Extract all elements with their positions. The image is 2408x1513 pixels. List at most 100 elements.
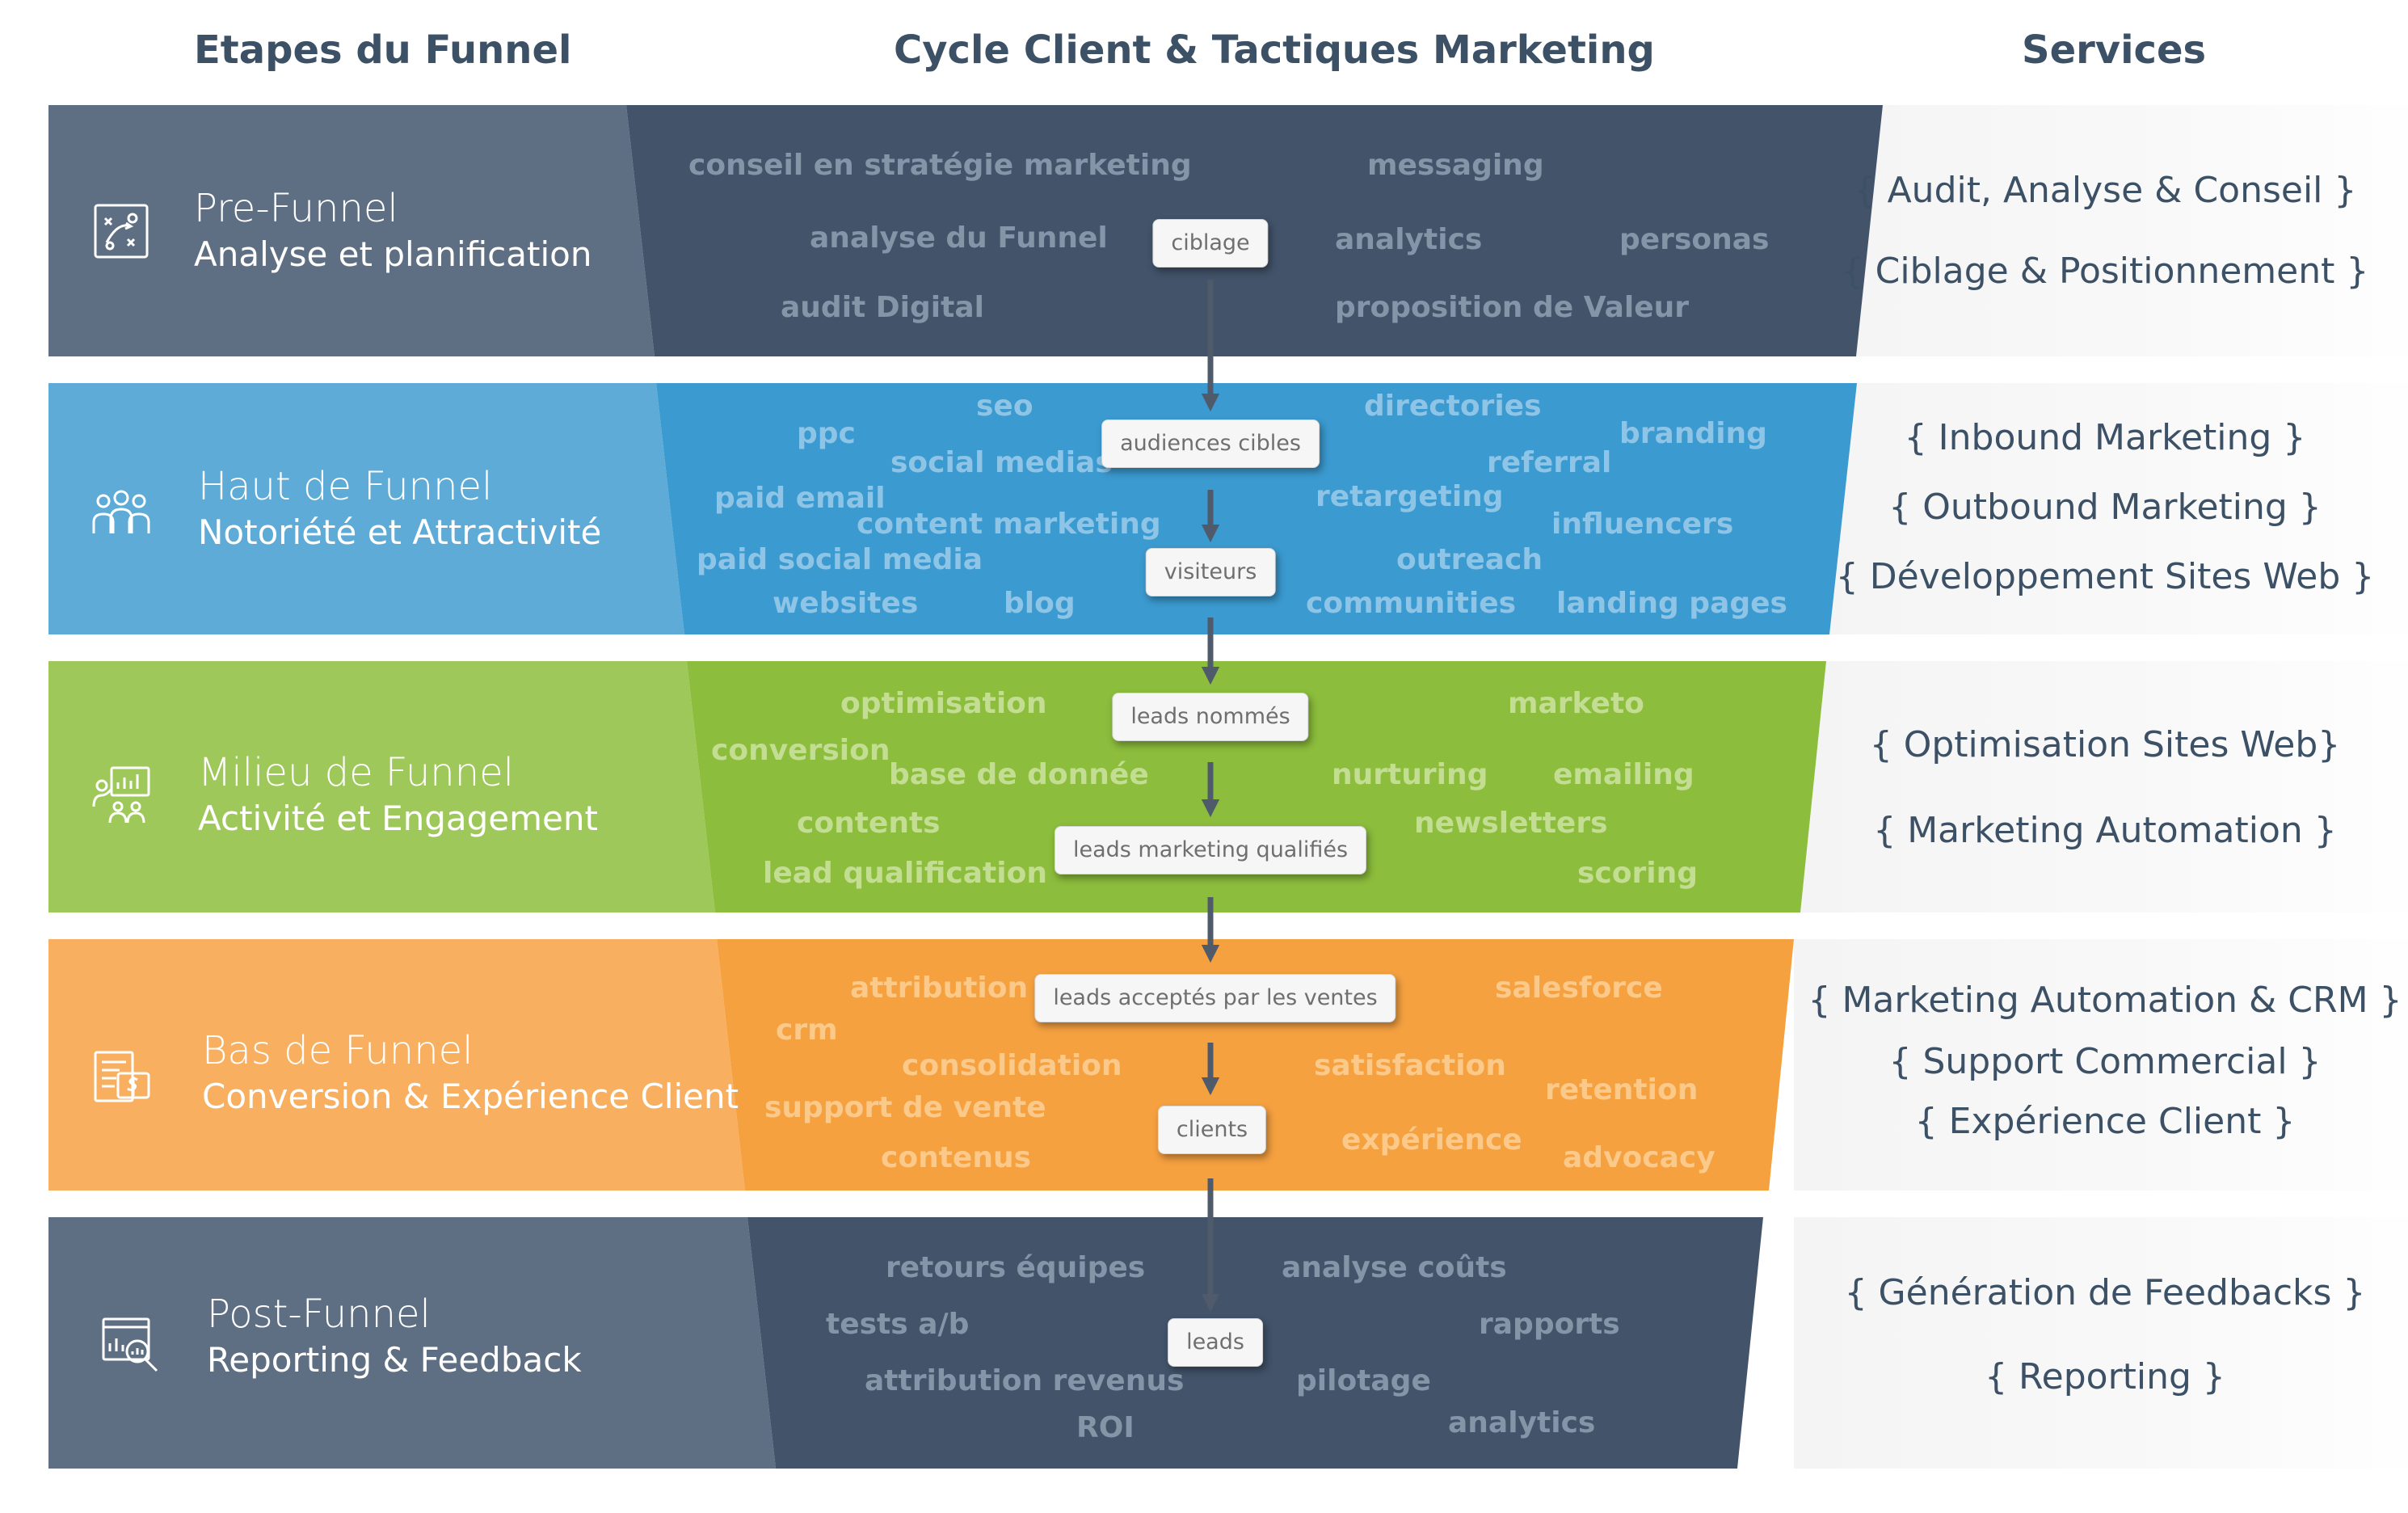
tag-paid-social: paid social media xyxy=(697,543,983,576)
stage-pill-visiteurs: visiteurs xyxy=(1145,548,1276,596)
header-stages: Etapes du Funnel xyxy=(194,27,572,73)
tag-analytics: analytics xyxy=(1448,1406,1596,1439)
tag-audit: audit Digital xyxy=(781,291,984,324)
stage-subtitle: Reporting & Feedback xyxy=(207,1340,582,1380)
header-cycle: Cycle Client & Tactiques Marketing xyxy=(894,27,1655,73)
service-outbound: { Outbound Marketing } xyxy=(1888,487,2322,528)
stage-subtitle: Analyse et planification xyxy=(194,234,592,274)
tag-seo: seo xyxy=(976,390,1034,423)
service-inbound: { Inbound Marketing } xyxy=(1904,417,2306,458)
report-magnifier-icon xyxy=(102,1317,158,1372)
invoice-dollar-icon xyxy=(94,1051,150,1102)
service-ma-crm: { Marketing Automation & CRM } xyxy=(1808,980,2402,1021)
tag-branding: branding xyxy=(1619,417,1767,450)
tag-contenus: contenus xyxy=(881,1141,1032,1174)
tag-base-donnee: base de donnée xyxy=(889,758,1149,791)
tag-analyse-funnel: analyse du Funnel xyxy=(810,221,1108,255)
tag-optimisation: optimisation xyxy=(840,687,1047,720)
stage-pill-leads: leads xyxy=(1168,1318,1263,1367)
service-marketing-automation: { Marketing Automation } xyxy=(1873,810,2337,851)
stage-panel xyxy=(48,939,745,1191)
row-pre-funnel: Pre-Funnel Analyse et planification cons… xyxy=(48,105,2408,356)
stage-subtitle: Activité et Engagement xyxy=(198,799,598,838)
header-services: Services xyxy=(2022,27,2207,73)
tag-paid-email: paid email xyxy=(714,482,886,515)
stage-subtitle: Notoriété et Attractivité xyxy=(198,512,602,552)
tag-rapports: rapports xyxy=(1479,1308,1620,1341)
tag-advocacy: advocacy xyxy=(1563,1141,1715,1174)
tag-retention: retention xyxy=(1545,1073,1699,1106)
service-feedbacks: { Génération de Feedbacks } xyxy=(1844,1272,2366,1313)
tag-lead-qualification: lead qualification xyxy=(763,857,1047,890)
tag-conseil: conseil en stratégie marketing xyxy=(688,149,1192,182)
tag-scoring: scoring xyxy=(1577,857,1698,890)
tag-attribution-revenus: attribution revenus xyxy=(865,1364,1185,1397)
stage-title: Pre-Funnel xyxy=(194,186,398,231)
service-experience-client: { Expérience Client } xyxy=(1914,1101,2296,1142)
tag-influencers: influencers xyxy=(1551,508,1734,541)
tag-social-medias: social medias xyxy=(890,446,1113,479)
tag-directories: directories xyxy=(1364,390,1542,423)
tag-salesforce: salesforce xyxy=(1495,971,1663,1005)
tag-marketo: marketo xyxy=(1508,687,1644,720)
services-panel xyxy=(1794,661,2408,912)
services-panel xyxy=(1794,383,2408,634)
tag-landing-pages: landing pages xyxy=(1556,587,1787,620)
services-panel xyxy=(1794,105,2408,356)
tag-support-vente: support de vente xyxy=(764,1091,1046,1124)
row-bas-funnel: Bas de Funnel Conversion & Expérience Cl… xyxy=(48,939,2408,1191)
tag-retours-equipes: retours équipes xyxy=(886,1251,1146,1284)
tag-emailing: emailing xyxy=(1553,758,1694,791)
stage-title: Post-Funnel xyxy=(207,1292,431,1337)
tag-nurturing: nurturing xyxy=(1332,758,1488,791)
stage-title: Bas de Funnel xyxy=(202,1028,474,1073)
tag-tests-ab: tests a/b xyxy=(826,1308,970,1341)
stage-pill-leads-acceptes: leads acceptés par les ventes xyxy=(1034,974,1396,1022)
tag-pilotage: pilotage xyxy=(1296,1364,1431,1397)
tag-experience: expérience xyxy=(1341,1123,1522,1157)
tag-roi: ROI xyxy=(1076,1411,1135,1444)
tag-ppc: ppc xyxy=(797,417,856,450)
service-ciblage: { Ciblage & Positionnement } xyxy=(1841,251,2369,292)
stage-pill-leads-mql: leads marketing qualifiés xyxy=(1054,826,1367,875)
stage-pill-ciblage: ciblage xyxy=(1152,219,1269,268)
tag-contents: contents xyxy=(797,807,941,840)
stage-panel xyxy=(48,105,655,356)
row-haut-funnel: Haut de Funnel Notoriété et Attractivité… xyxy=(48,383,2408,634)
services-panel xyxy=(1794,1217,2408,1469)
stage-title: Milieu de Funnel xyxy=(198,750,515,795)
tag-analyse-couts: analyse coûts xyxy=(1282,1251,1507,1284)
stage-pill-clients: clients xyxy=(1157,1106,1267,1154)
tag-personas: personas xyxy=(1619,223,1770,256)
strategy-board-icon xyxy=(94,204,149,259)
row-post-funnel: Post-Funnel Reporting & Feedback retours… xyxy=(48,1217,2408,1469)
tag-blog: blog xyxy=(1004,587,1076,620)
audience-group-icon xyxy=(92,490,150,533)
presentation-team-icon xyxy=(92,766,150,824)
stage-pill-leads-nommes: leads nommés xyxy=(1112,693,1309,741)
service-optimisation-web: { Optimisation Sites Web} xyxy=(1869,724,2341,765)
tag-websites: websites xyxy=(772,587,919,620)
service-dev-web: { Développement Sites Web } xyxy=(1835,556,2375,597)
tag-messaging: messaging xyxy=(1367,149,1544,182)
tag-content-marketing: content marketing xyxy=(857,508,1161,541)
stage-title: Haut de Funnel xyxy=(198,464,493,509)
service-audit: { Audit, Analyse & Conseil } xyxy=(1853,170,2357,211)
tag-outreach: outreach xyxy=(1396,543,1543,576)
tag-retargeting: retargeting xyxy=(1316,480,1504,513)
stage-panel xyxy=(48,383,684,634)
tag-satisfaction: satisfaction xyxy=(1314,1049,1506,1082)
tag-newsletters: newsletters xyxy=(1414,807,1608,840)
stage-pill-audiences: audiences cibles xyxy=(1101,419,1320,468)
tag-consolidation: consolidation xyxy=(902,1049,1122,1082)
services-panel xyxy=(1794,939,2408,1191)
tag-conversion: conversion xyxy=(711,734,890,767)
row-milieu-funnel: Milieu de Funnel Activité et Engagement … xyxy=(48,661,2408,912)
tag-proposition: proposition de Valeur xyxy=(1335,291,1690,324)
stage-panel xyxy=(48,1217,776,1469)
stage-subtitle: Conversion & Expérience Client xyxy=(202,1077,739,1116)
stage-panel xyxy=(48,661,715,912)
service-reporting: { Reporting } xyxy=(1985,1356,2225,1397)
tag-analytics: analytics xyxy=(1335,223,1483,256)
